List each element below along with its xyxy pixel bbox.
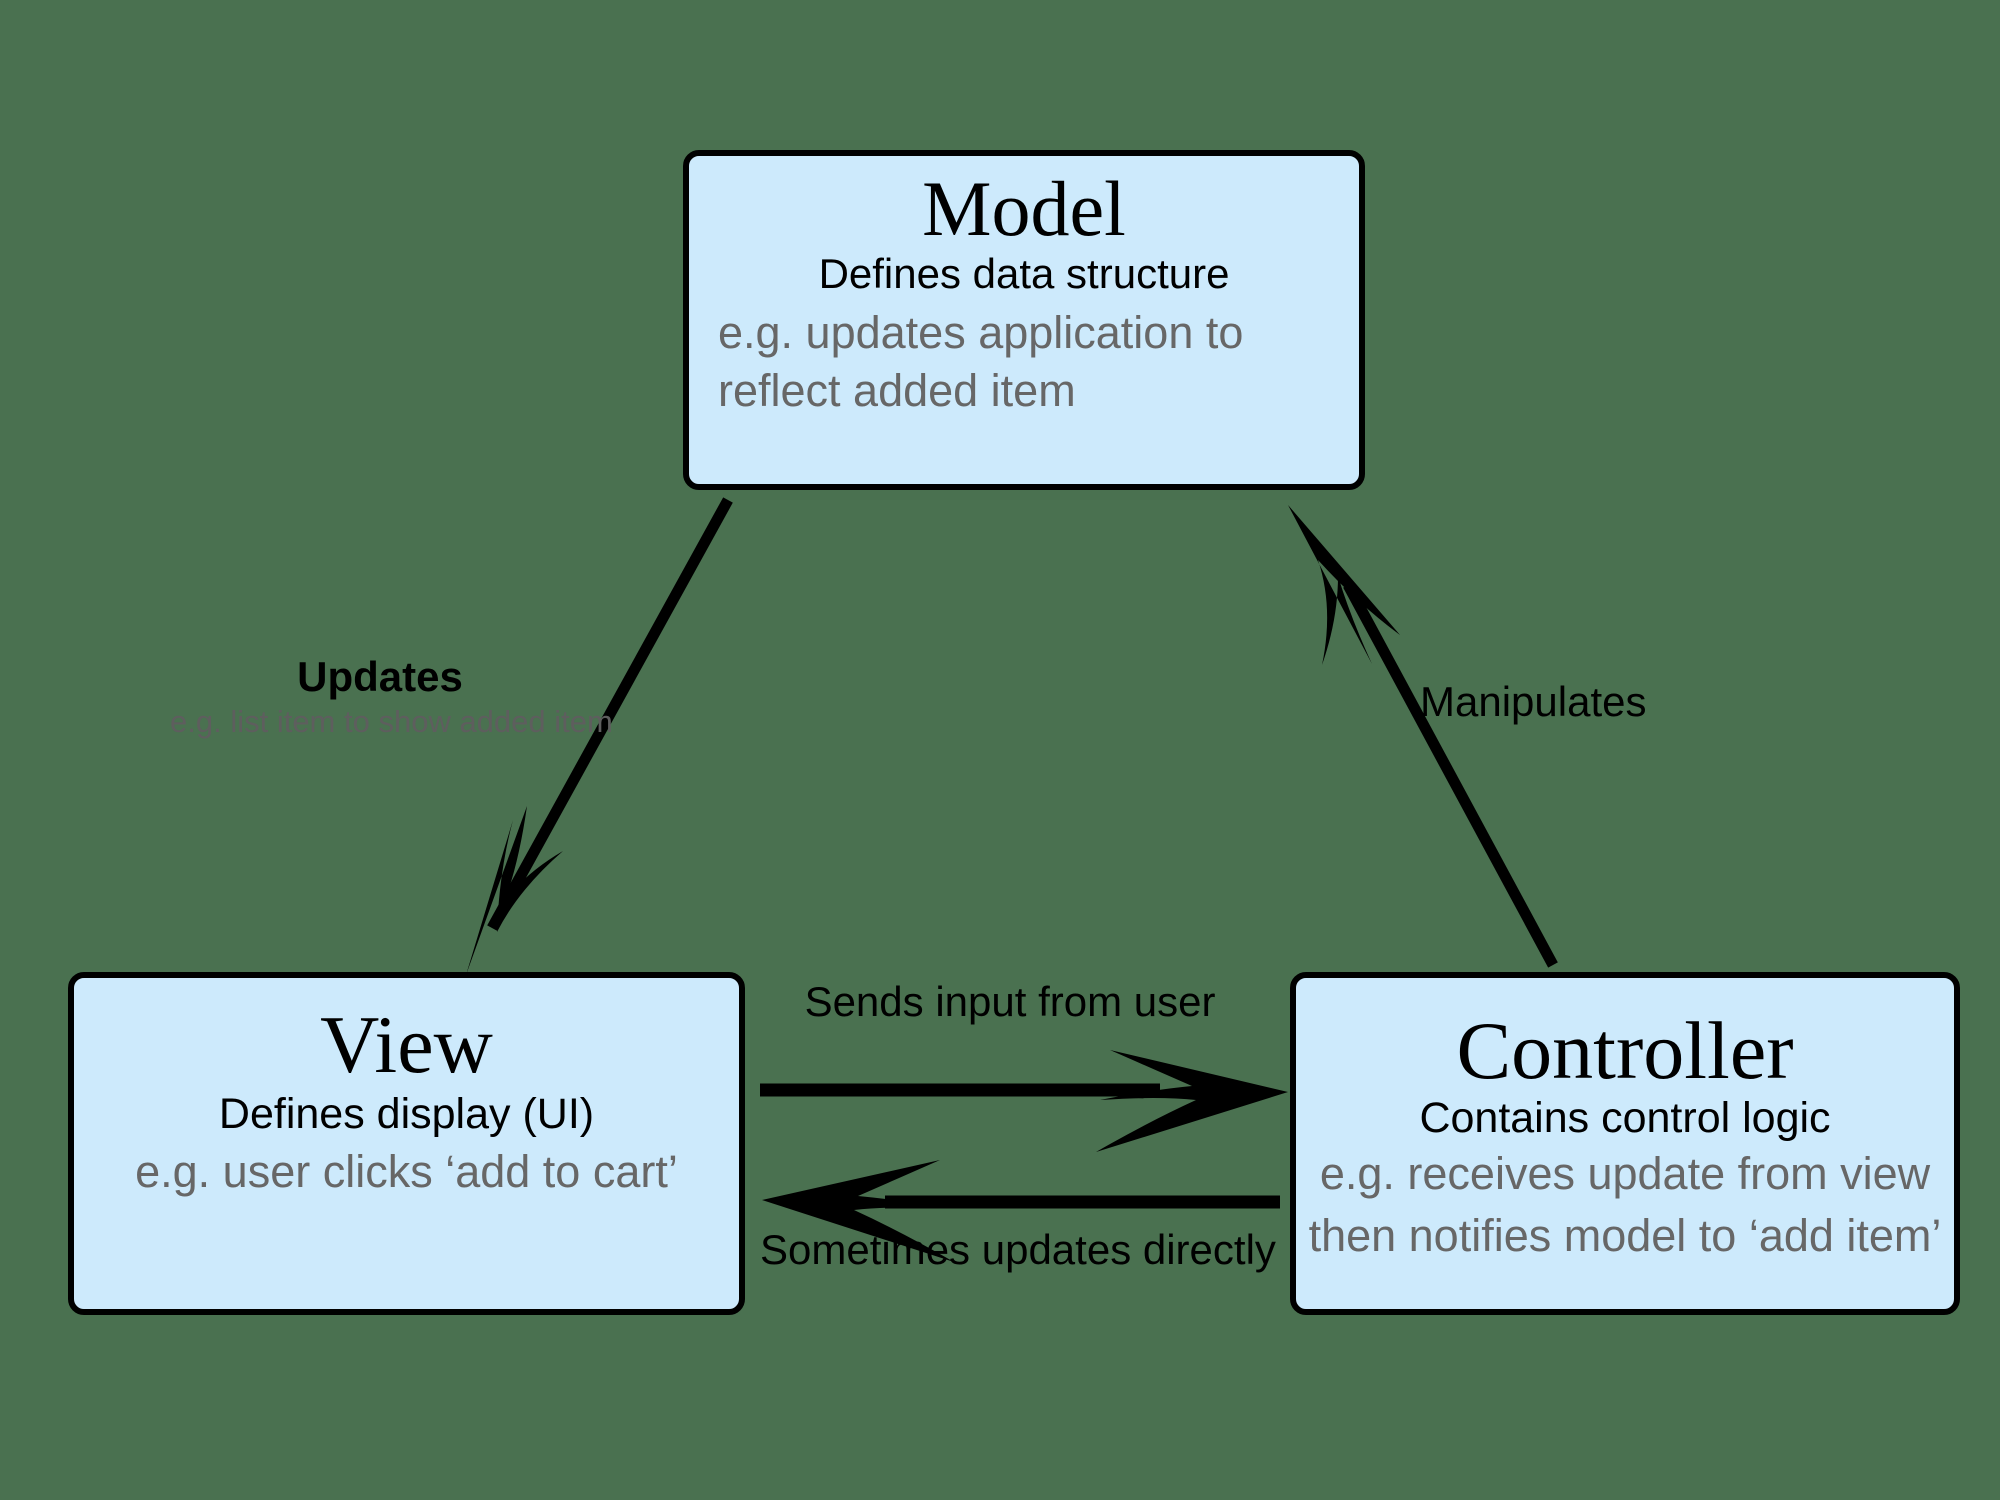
node-controller-title: Controller [1456,1005,1794,1096]
node-model-subtitle: Defines data structure [818,250,1230,297]
node-controller[interactable]: Controller Contains control logic e.g. r… [1290,972,1960,1315]
node-controller-example-line2: then notifies model to ‘add item’ [1308,1209,1942,1261]
edge-label-sometimes-updates-text: Sometimes updates directly [760,1226,1276,1273]
edge-label-manipulates-text: Manipulates [1420,678,1647,725]
node-model[interactable]: Model Defines data structure e.g. update… [683,150,1365,490]
node-view-title: View [320,999,493,1090]
edge-label-updates-example: e.g. list item to show added item [170,704,613,740]
edge-label-updates: Updates e.g. list item to show added ite… [170,653,613,740]
edge-controller-to-model [1288,505,1558,968]
edge-controller-to-view [762,1160,1280,1262]
node-model-example: e.g. updates application to reflect adde… [718,307,1244,416]
edge-label-sends-input-text: Sends input from user [804,978,1216,1025]
edge-label-updates-text: Updates [297,653,463,700]
node-controller-subtitle: Contains control logic [1419,1094,1831,1142]
node-view[interactable]: View Defines display (UI) e.g. user clic… [68,972,745,1315]
edge-label-sometimes-updates: Sometimes updates directly [760,1226,1276,1273]
edge-model-to-view [466,497,733,975]
node-controller-example-line1: e.g. receives update from view [1319,1148,1931,1200]
edge-label-manipulates: Manipulates [1420,678,1720,725]
node-view-subtitle: Defines display (UI) [218,1090,595,1138]
edge-view-to-controller [760,1050,1288,1152]
node-model-title: Model [922,165,1126,252]
node-view-example: e.g. user clicks ‘add to cart’ [135,1146,678,1198]
edge-label-sends-input: Sends input from user [790,978,1230,1025]
